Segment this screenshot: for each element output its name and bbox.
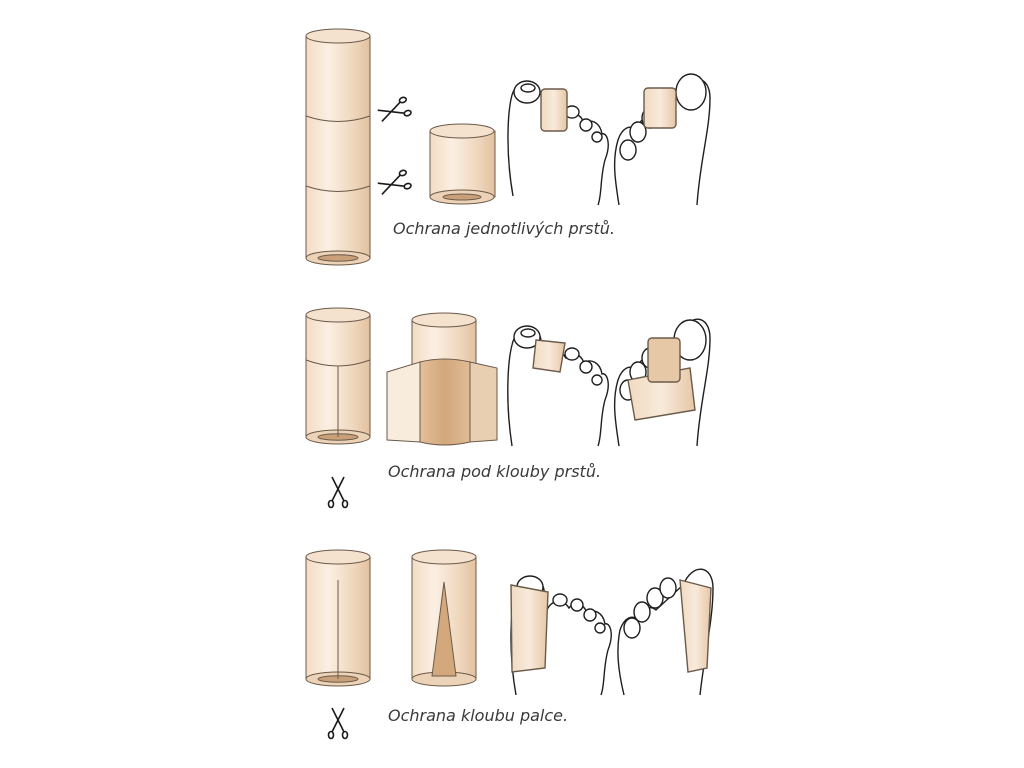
- foot-bottom-view: [613, 318, 711, 447]
- foot-top-view: [507, 325, 609, 447]
- caption-single-toe-protection: Ochrana jednotlivých prstů.: [393, 219, 616, 238]
- tube-roll-full: [305, 28, 371, 266]
- pad-opened: [386, 312, 498, 446]
- scissors-icon: [375, 95, 413, 126]
- toe-sleeve: [540, 88, 568, 132]
- scissors-icon: [327, 476, 349, 509]
- tube-with-cut-lines: [305, 307, 371, 445]
- tube-with-slit: [305, 549, 371, 687]
- toe-sleeve: [643, 87, 677, 129]
- row-1-illustration: [305, 28, 711, 266]
- row-2-illustration: [305, 307, 711, 509]
- foot-top-view: [507, 80, 609, 206]
- foot-bottom-view: [613, 73, 711, 206]
- caption-big-toe-joint-protection: Ochrana kloubu palce.: [388, 706, 569, 725]
- row-3-illustration: [305, 549, 714, 740]
- foot-bottom-view: [617, 568, 714, 696]
- scissors-icon: [375, 168, 413, 199]
- caption-toe-joint-protection: Ochrana pod klouby prstů.: [388, 462, 602, 481]
- scissors-icon: [327, 707, 349, 740]
- pad-slit-open: [411, 549, 477, 687]
- tube-segment: [429, 123, 496, 205]
- foot-top-view: [510, 575, 612, 696]
